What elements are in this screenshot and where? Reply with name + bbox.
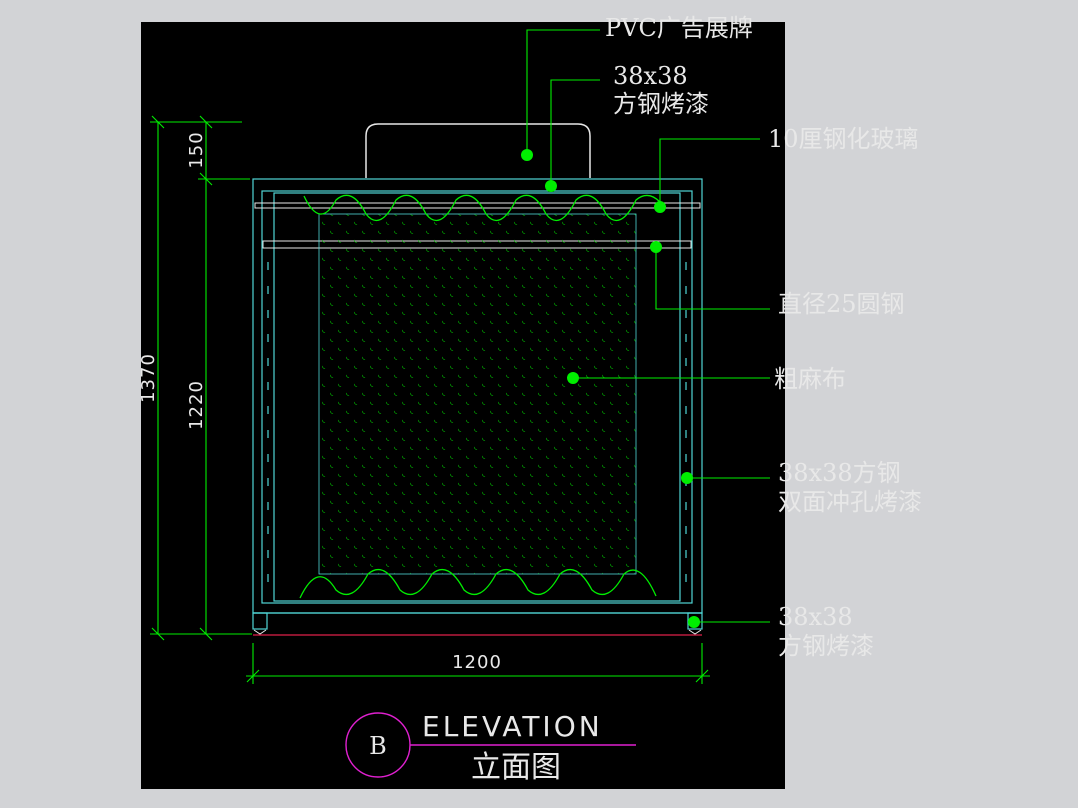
label-pvc-sign: PVC广告展牌 <box>605 14 753 42</box>
label-steel-side-desc: 双面冲孔烤漆 <box>778 488 922 516</box>
label-steel-top-desc: 方钢烤漆 <box>613 90 709 118</box>
fabric-drape-bottom <box>299 569 657 599</box>
glass-shelf <box>254 202 701 209</box>
label-burlap: 粗麻布 <box>774 365 846 393</box>
display-frame <box>252 178 703 630</box>
leader-dots <box>521 149 700 628</box>
fabric-drape-top <box>303 194 661 222</box>
perforated-posts <box>267 262 687 582</box>
label-round-steel: 直径25圆钢 <box>778 290 905 318</box>
dim-body-height: 1220 <box>186 380 207 430</box>
elevation-title: ELEVATION <box>422 710 603 743</box>
dim-total-height: 1370 <box>138 353 159 403</box>
dim-top-height: 150 <box>186 131 207 168</box>
label-steel-side-size: 38x38方钢 <box>778 459 901 487</box>
leader-lines <box>526 29 770 623</box>
label-glass: 10厘钢化玻璃 <box>768 125 919 153</box>
frame-feet <box>253 629 702 635</box>
section-letter: B <box>369 732 387 760</box>
dim-width: 1200 <box>452 652 502 673</box>
label-steel-bottom-size: 38x38 <box>778 603 853 631</box>
burlap-fabric <box>318 213 637 575</box>
dimension-lines <box>150 115 710 684</box>
elevation-subtitle: 立面图 <box>471 750 561 785</box>
pvc-sign-panel <box>365 123 591 178</box>
label-steel-top-size: 38x38 <box>613 62 688 90</box>
label-steel-bottom-desc: 方钢烤漆 <box>778 632 874 660</box>
